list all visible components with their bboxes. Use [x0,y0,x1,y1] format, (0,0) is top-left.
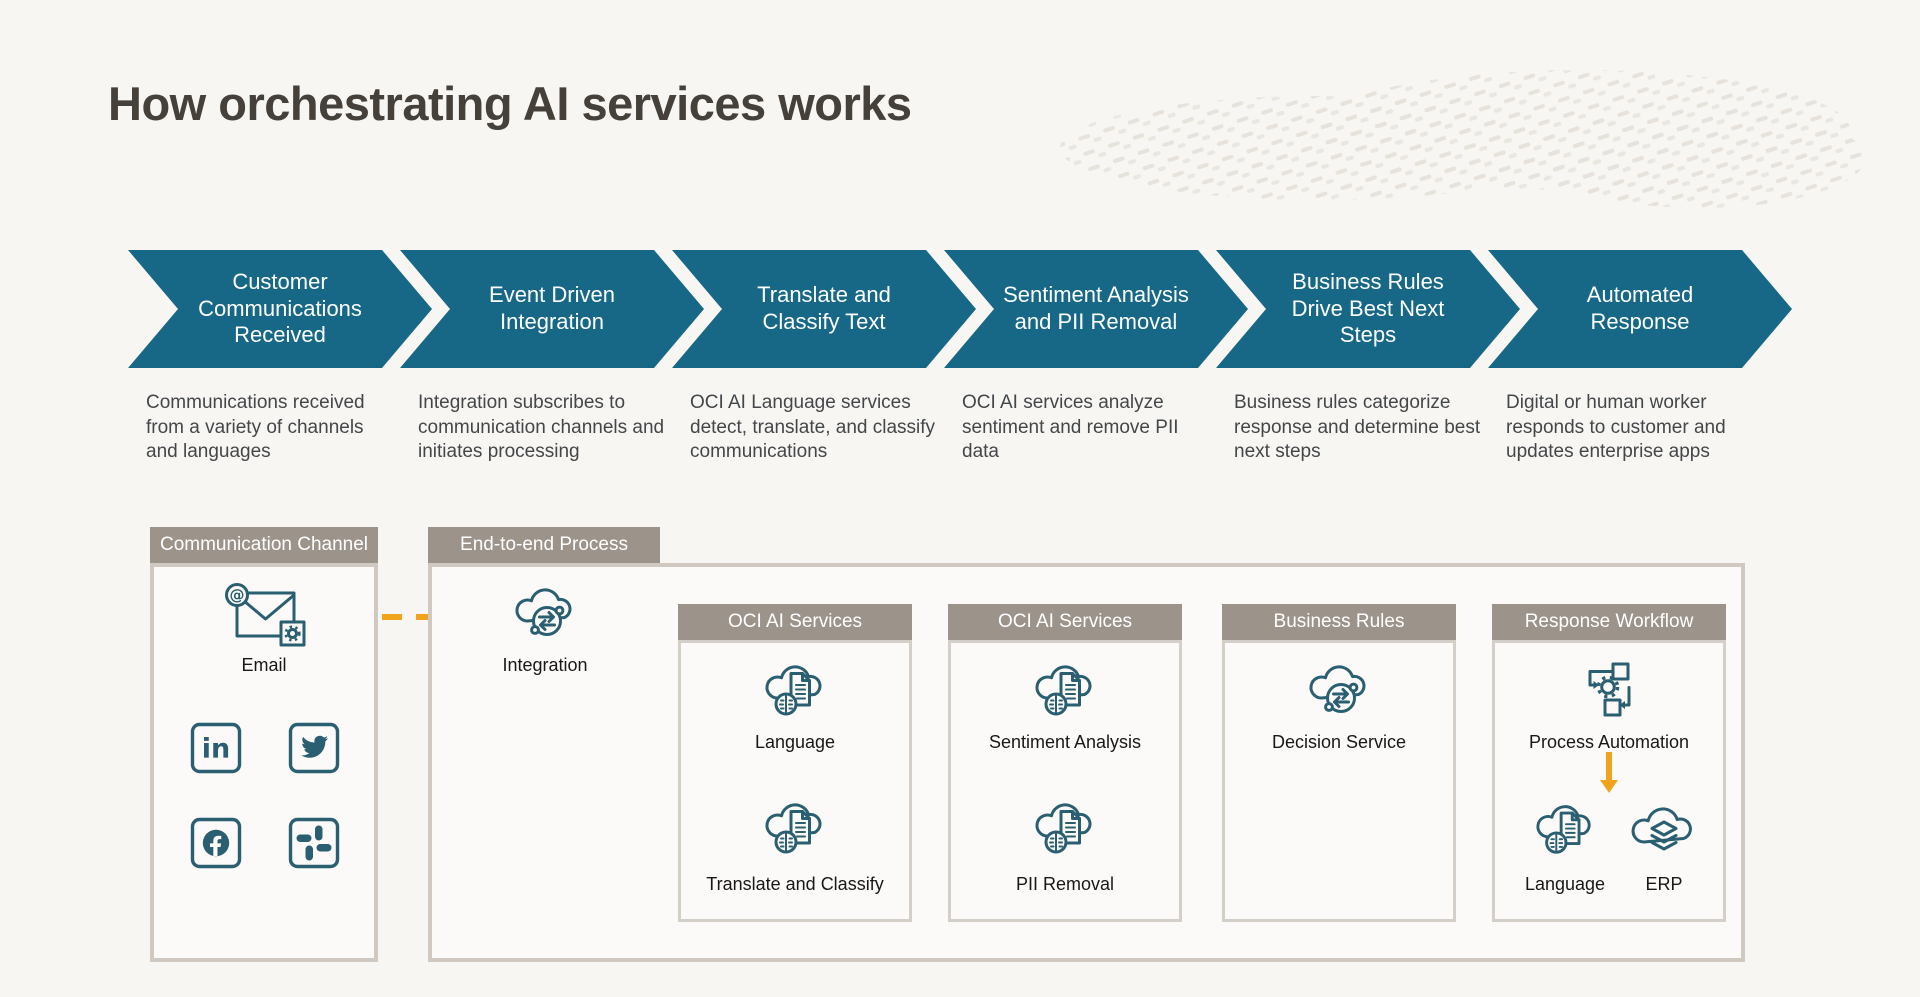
linkedin-icon [190,722,242,774]
translate-classify-icon [763,798,827,860]
process-step-sentiment-pii: Sentiment Analysis and PII Removal [944,250,1248,368]
facebook-icon [190,817,242,869]
step-description: OCI AI services analyze sentiment and re… [962,392,1179,463]
flow-arrow-bar [1606,752,1612,780]
oci-ai-services-tab-2: OCI AI Services [948,604,1182,640]
integration-icon [513,583,577,641]
email-icon [220,583,308,651]
email-label: Email [241,655,287,675]
language-icon-2 [1534,800,1596,860]
step-description: Digital or human worker responds to cust… [1506,392,1726,463]
step-description: Communications received from a variety o… [146,392,365,463]
integration-label: Integration [502,655,588,675]
decision-service-label: Decision Service [1271,732,1407,752]
business-rules-tab: Business Rules [1222,604,1456,640]
sentiment-analysis-label: Sentiment Analysis [988,732,1142,752]
pii-removal-label: PII Removal [1015,874,1115,894]
process-automation-label: Process Automation [1528,732,1690,752]
process-step-label: Sentiment Analysis and PII Removal [1003,282,1189,334]
process-step-label: Business Rules Drive Best Next Steps [1291,268,1445,348]
process-step-translate-classify: Translate and Classify Text [672,250,976,368]
decision-service-icon [1307,660,1371,718]
process-step-event-driven-integration: Event Driven Integration [400,250,704,368]
slack-icon [288,817,340,869]
language-icon [763,660,827,722]
sentiment-analysis-icon [1033,660,1097,722]
process-automation-icon [1577,658,1641,720]
step-description: OCI AI Language services detect, transla… [690,392,936,463]
translate-classify-label: Translate and Classify [706,874,884,894]
step-description: Business rules categorize response and d… [1234,392,1481,463]
pii-removal-icon [1033,798,1097,860]
process-step-customer-communications: Customer Communications Received [128,250,432,368]
process-step-business-rules: Business Rules Drive Best Next Steps [1216,250,1520,368]
page-title: How orchestrating AI services works [108,77,912,130]
oci-ai-services-box-1 [678,640,912,922]
process-step-label: Translate and Classify Text [757,282,891,334]
step-description: Integration subscribes to communication … [418,392,665,463]
erp-label: ERP [1645,874,1683,894]
process-step-label: Automated Response [1586,282,1694,334]
communication-channel-tab: Communication Channel [150,527,378,563]
language-label-2: Language [1524,874,1606,894]
response-workflow-tab: Response Workflow [1492,604,1726,640]
background-texture [1060,70,1865,208]
end-to-end-process-tab: End-to-end Process [428,527,660,563]
process-step-label: Customer Communications Received [198,268,362,348]
communication-channel-box [150,563,378,962]
process-step-label: Event Driven Integration [489,282,615,334]
flow-arrow-head [1600,780,1618,793]
oci-ai-services-tab-1: OCI AI Services [678,604,912,640]
process-step-automated-response: Automated Response [1488,250,1792,368]
business-rules-box [1222,640,1456,922]
twitter-icon [288,722,340,774]
language-label: Language [754,732,836,752]
erp-icon [1628,802,1700,860]
